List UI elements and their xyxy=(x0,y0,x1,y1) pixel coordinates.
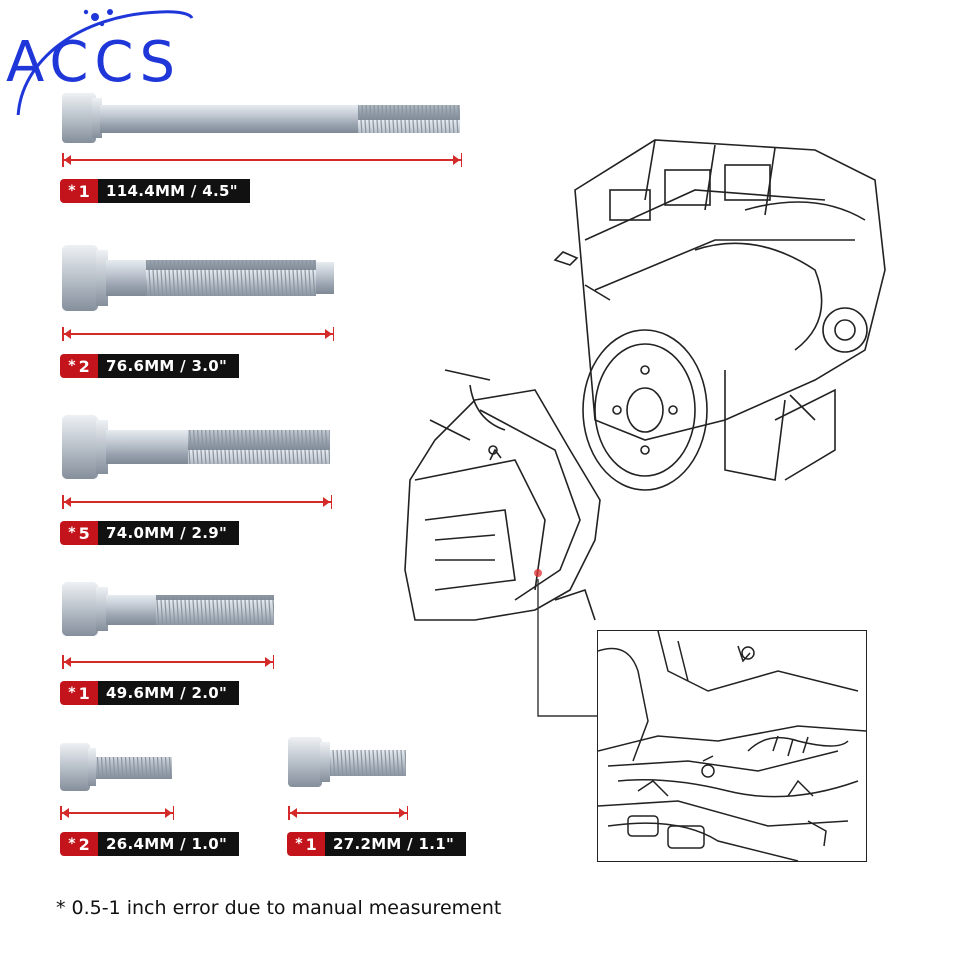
bolt-2-image xyxy=(62,245,334,311)
dimension-line-5 xyxy=(60,806,174,820)
bolt-tag-5: *2 26.4MM / 1.0" xyxy=(60,832,240,856)
bolt-4-image xyxy=(62,582,274,636)
measurement-footnote: * 0.5-1 inch error due to manual measure… xyxy=(56,897,502,919)
dimension-line-2 xyxy=(62,327,334,341)
dimension-line-3 xyxy=(62,495,332,509)
bellhousing-detail-icon xyxy=(598,631,866,861)
length-badge: 49.6MM / 2.0" xyxy=(98,681,240,705)
length-badge: 26.4MM / 1.0" xyxy=(98,832,240,856)
qty-badge: *1 xyxy=(60,179,98,203)
qty-badge: *2 xyxy=(60,354,98,378)
length-badge: 74.0MM / 2.9" xyxy=(98,521,240,545)
length-badge: 76.6MM / 3.0" xyxy=(98,354,240,378)
bolt-tag-6: *1 27.2MM / 1.1" xyxy=(287,832,467,856)
logo-swoosh-icon xyxy=(16,9,194,119)
bolt-tag-4: *1 49.6MM / 2.0" xyxy=(60,681,240,705)
bolt-5-image xyxy=(60,743,172,791)
qty-badge: *2 xyxy=(60,832,98,856)
bolt-tag-2: *2 76.6MM / 3.0" xyxy=(60,354,240,378)
logo-text: ACCS xyxy=(6,30,182,95)
callout-leader xyxy=(534,569,598,717)
bolt-illustrations xyxy=(60,93,460,791)
dimension-line-4 xyxy=(62,655,274,669)
qty-badge: *5 xyxy=(60,521,98,545)
engine-transmission-icon xyxy=(404,139,886,621)
dimension-line-6 xyxy=(288,806,408,820)
dimension-line-1 xyxy=(62,153,462,167)
length-badge: 27.2MM / 1.1" xyxy=(325,832,467,856)
qty-badge: *1 xyxy=(60,681,98,705)
detail-inset xyxy=(597,630,867,862)
bolt-6-image xyxy=(288,737,406,787)
bolt-tag-3: *5 74.0MM / 2.9" xyxy=(60,521,240,545)
brand-logo: ACCS xyxy=(0,0,200,119)
bolt-1-image xyxy=(62,93,460,143)
bolt-tag-1: *1 114.4MM / 4.5" xyxy=(60,179,250,203)
bolt-3-image xyxy=(62,415,330,479)
qty-badge: *1 xyxy=(287,832,325,856)
length-badge: 114.4MM / 4.5" xyxy=(98,179,250,203)
